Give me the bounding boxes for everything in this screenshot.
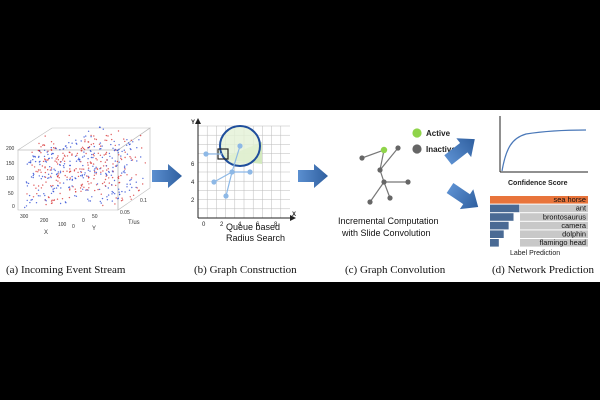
confidence-curve bbox=[501, 129, 587, 172]
tick-y-0: 2 bbox=[191, 198, 195, 204]
flow-arrow-2 bbox=[298, 164, 328, 188]
prediction-label: dolphin bbox=[562, 230, 586, 239]
tick-x-1: 200 bbox=[40, 218, 49, 224]
axis-t-label: T/us bbox=[128, 220, 140, 226]
caption-b: (b) Graph Construction bbox=[194, 264, 297, 276]
axis-x-label: X bbox=[44, 230, 48, 236]
legend-inactive-swatch bbox=[412, 144, 422, 154]
prediction-label: ant bbox=[576, 204, 586, 213]
axis-y-label: Y bbox=[191, 120, 195, 126]
tick-t-1: 0.1 bbox=[140, 198, 147, 204]
tick-x-4: 8 bbox=[274, 222, 278, 228]
method-label-line2: Radius Search bbox=[226, 233, 285, 243]
prediction-label: brontosaurus bbox=[543, 212, 586, 221]
label-background bbox=[520, 239, 588, 247]
method-label-line2: with Slide Convolution bbox=[341, 228, 431, 238]
legend-inactive-label: Inactive bbox=[426, 145, 456, 154]
event-stream-panel: 200 150 100 50 0 300 200 100 0 X 0 50 Y … bbox=[6, 126, 151, 276]
prediction-bar bbox=[490, 204, 520, 213]
label-bars: sea horseantbrontosauruscameradolphinfla… bbox=[490, 195, 588, 247]
tick-left-4: 0 bbox=[12, 204, 15, 210]
axis-x-label: X bbox=[292, 212, 296, 218]
tick-y-1: 50 bbox=[92, 214, 98, 220]
graph-edges bbox=[206, 145, 250, 197]
method-label-line1: Queue based bbox=[226, 222, 280, 232]
axis-y-label: Y bbox=[92, 226, 96, 232]
axis-x-arrowhead bbox=[290, 215, 296, 221]
prediction-bar bbox=[490, 213, 514, 221]
tick-x-2: 100 bbox=[58, 222, 67, 228]
tick-x-3: 6 bbox=[256, 222, 260, 228]
prediction-bar bbox=[490, 230, 504, 238]
confidence-score-label: Confidence Score bbox=[508, 180, 568, 187]
tick-t-0: 0.05 bbox=[120, 210, 130, 216]
tick-y-1: 4 bbox=[191, 180, 195, 186]
method-label-line1: Incremental Computation bbox=[338, 216, 439, 226]
label-background bbox=[520, 204, 588, 213]
event-points bbox=[24, 126, 146, 209]
tick-x-0: 300 bbox=[20, 214, 29, 220]
legend-active-label: Active bbox=[426, 129, 451, 138]
conv-edges bbox=[361, 147, 408, 203]
label-background bbox=[520, 213, 588, 221]
axis-y-arrowhead bbox=[195, 118, 201, 124]
tick-x-0: 0 bbox=[202, 222, 206, 228]
prediction-bar bbox=[490, 239, 499, 247]
conv-nodes bbox=[359, 145, 411, 205]
tick-left-2: 100 bbox=[6, 176, 15, 182]
graph-convolution-panel: Active Inactive Incremental Computation … bbox=[338, 128, 456, 276]
label-background bbox=[520, 230, 588, 238]
flow-arrow-3 bbox=[444, 138, 475, 165]
figure-panel: 200 150 100 50 0 300 200 100 0 X 0 50 Y … bbox=[0, 110, 600, 282]
tick-y-2: 6 bbox=[191, 162, 195, 168]
flow-arrow-1 bbox=[152, 164, 182, 188]
tick-y-0: 0 bbox=[82, 218, 85, 224]
network-prediction-panel: Confidence Score sea horseantbrontosauru… bbox=[490, 116, 595, 276]
prediction-label: flamingo head bbox=[540, 238, 586, 247]
tick-x-1: 2 bbox=[220, 222, 224, 228]
pipeline-figure: 200 150 100 50 0 300 200 100 0 X 0 50 Y … bbox=[6, 116, 595, 276]
tick-left-3: 50 bbox=[8, 191, 14, 197]
tick-left-0: 200 bbox=[6, 146, 15, 152]
tick-x-2: 4 bbox=[238, 222, 242, 228]
flow-arrow-4 bbox=[446, 183, 479, 210]
graph-nodes bbox=[203, 143, 253, 199]
caption-d: (d) Network Prediction bbox=[492, 264, 595, 276]
legend-active-swatch bbox=[412, 128, 422, 138]
caption-a: (a) Incoming Event Stream bbox=[6, 264, 126, 276]
tick-x-3: 0 bbox=[72, 224, 75, 230]
prediction-bar bbox=[490, 221, 509, 230]
prediction-label: sea horse bbox=[554, 195, 586, 204]
prediction-label: camera bbox=[561, 221, 587, 230]
graph-construction-panel: X Y 0 2 4 6 8 2 4 6 Queue based Radius S… bbox=[191, 118, 297, 276]
label-background bbox=[520, 221, 588, 230]
caption-c: (c) Graph Convolution bbox=[345, 264, 446, 276]
label-prediction-title: Label Prediction bbox=[510, 250, 560, 257]
tick-left-1: 150 bbox=[6, 161, 15, 167]
prediction-bar bbox=[490, 196, 588, 204]
